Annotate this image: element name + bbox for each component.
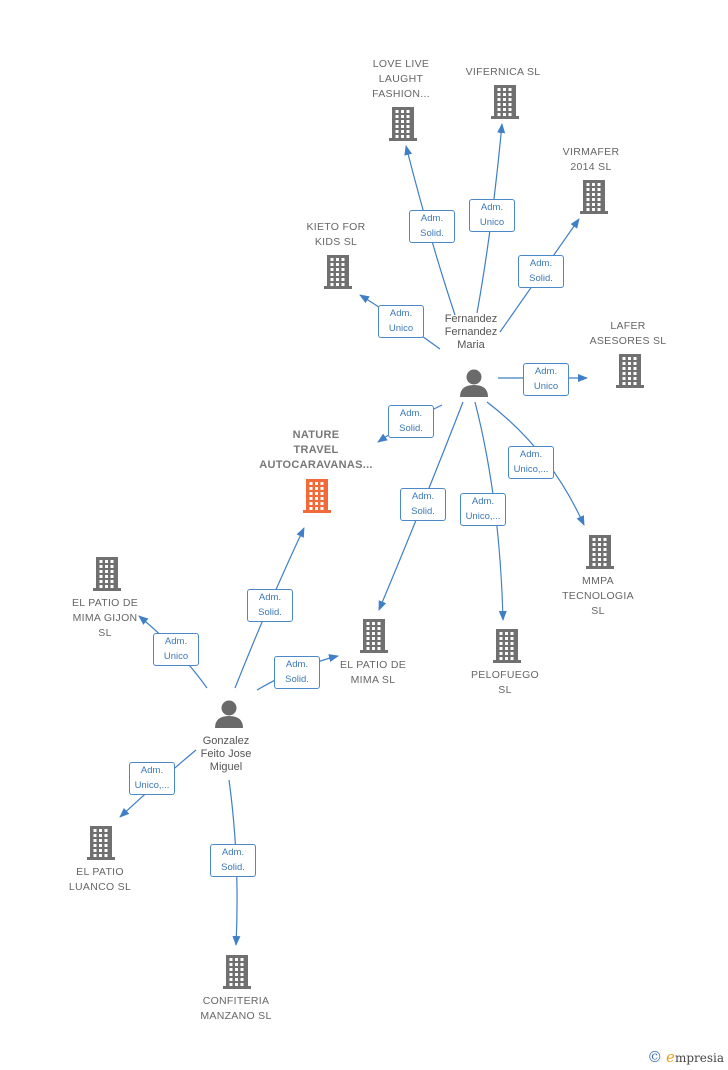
person-icon[interactable]: [215, 700, 243, 729]
node-label-vifernica[interactable]: VIFERNICA SL: [465, 66, 541, 78]
node-label-virmafer[interactable]: VIRMAFER 2014 SL: [562, 146, 620, 173]
role-badge[interactable]: Adm. Solid.: [388, 405, 434, 438]
node-label-patio-gijon[interactable]: EL PATIO DE MIMA GIJON SL: [71, 597, 139, 639]
role-badge[interactable]: Adm. Solid.: [400, 488, 446, 521]
node-label-pelofuego[interactable]: PELOFUEGO SL: [470, 669, 540, 696]
role-badge[interactable]: Adm. Unico: [469, 199, 515, 232]
role-badge[interactable]: Adm. Solid.: [409, 210, 455, 243]
focus-company-building-icon[interactable]: [303, 479, 331, 513]
role-badge[interactable]: Adm. Solid.: [210, 844, 256, 877]
building-icon[interactable]: [616, 354, 644, 388]
building-icon[interactable]: [580, 180, 608, 214]
building-icon[interactable]: [93, 557, 121, 591]
copyright-symbol: ©: [647, 1048, 663, 1066]
node-label-nature[interactable]: NATURE TRAVEL AUTOCARAVANAS...: [259, 429, 373, 471]
building-icon[interactable]: [493, 629, 521, 663]
node-label-patio-mima[interactable]: EL PATIO DE MIMA SL: [339, 659, 407, 686]
node-label-fernandez[interactable]: Fernandez Fernandez Maria: [444, 313, 498, 351]
building-icon[interactable]: [360, 619, 388, 653]
role-badge[interactable]: Adm. Solid.: [247, 589, 293, 622]
node-label-gonzalez[interactable]: Gonzalez Feito Jose Miguel: [200, 735, 252, 773]
brand-initial: e: [666, 1048, 675, 1066]
role-badge[interactable]: Adm. Unico: [523, 363, 569, 396]
node-label-love-live[interactable]: LOVE LIVE LAUGHT FASHION...: [372, 58, 430, 100]
role-badge[interactable]: Adm. Unico: [378, 305, 424, 338]
node-label-lafer[interactable]: LAFER ASESORES SL: [589, 320, 667, 347]
building-icon[interactable]: [223, 955, 251, 989]
role-badge[interactable]: Adm. Unico: [153, 633, 199, 666]
brand-watermark: © empresia: [647, 1048, 724, 1066]
node-label-mmpa[interactable]: MMPA TECNOLOGIA SL: [562, 575, 634, 617]
node-label-confiteria[interactable]: CONFITERIA MANZANO SL: [200, 995, 272, 1022]
building-icon[interactable]: [586, 535, 614, 569]
node-label-kieto[interactable]: KIETO FOR KIDS SL: [306, 221, 366, 248]
building-icon[interactable]: [87, 826, 115, 860]
node-label-patio-luanco[interactable]: EL PATIO LUANCO SL: [68, 866, 132, 893]
building-icon[interactable]: [389, 107, 417, 141]
role-badge[interactable]: Adm. Solid.: [274, 656, 320, 689]
building-icon[interactable]: [324, 255, 352, 289]
building-icon[interactable]: [491, 85, 519, 119]
role-badge[interactable]: Adm. Solid.: [518, 255, 564, 288]
role-badge[interactable]: Adm. Unico,...: [129, 762, 175, 795]
role-badge[interactable]: Adm. Unico,...: [460, 493, 506, 526]
brand-name: mpresia: [674, 1051, 724, 1065]
role-badge[interactable]: Adm. Unico,...: [508, 446, 554, 479]
person-icon[interactable]: [460, 369, 488, 398]
